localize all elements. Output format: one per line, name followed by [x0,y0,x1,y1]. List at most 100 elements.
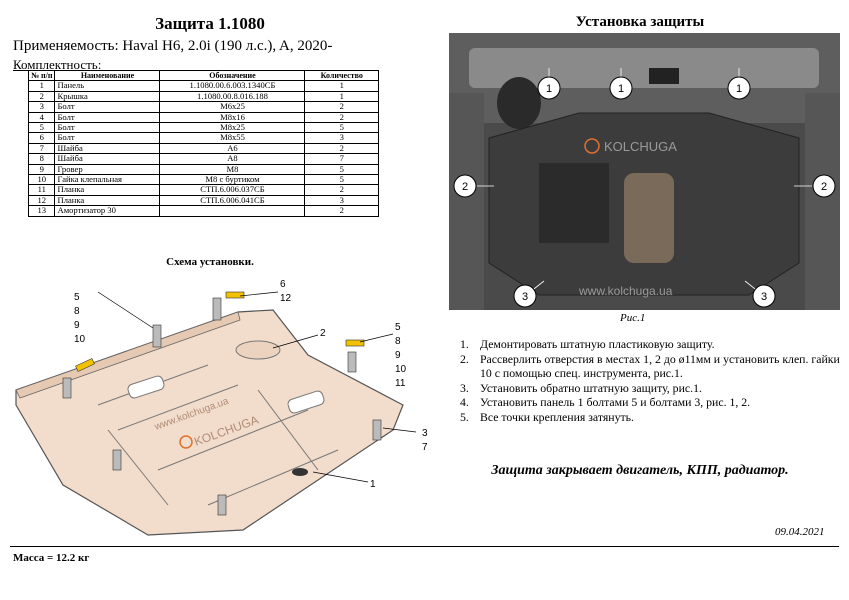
step-number: 4. [460,395,469,409]
cell-quantity: 2 [304,205,379,217]
photo-marker-1b: 1 [618,83,624,95]
cell-designation: М8 [159,163,306,176]
col-designation: Обозначение [159,69,306,82]
drain-hole [292,468,308,476]
marker-circle [727,76,751,100]
photo-marker-1a: 1 [546,83,552,95]
cell-name: Амортизатор 30 [54,205,161,217]
step-number: 5. [460,409,469,424]
footer-divider [10,546,839,547]
cover-hatch [235,340,281,360]
cell-designation: 1.1080.00.8.016.188 [159,90,306,103]
callouts-top: 6 12 [280,279,292,304]
cell-quantity: 2 [304,142,379,155]
callout-10-right: 10 [395,364,407,375]
callout-8-left: 8 [74,306,80,317]
callout-10-left: 10 [74,334,86,345]
step-text: Установить обратно штатную защиту, рис.1… [480,380,702,395]
cell-designation: А6 [159,142,306,155]
col-quantity: Количество [304,69,379,82]
figure-caption: Рис.1 [620,312,646,324]
vent-opening [127,375,165,399]
cell-quantity: 1 [304,80,379,92]
col-name: Наименование [54,69,161,82]
marker-circle [513,284,537,308]
callout-9-right: 9 [395,350,401,361]
cell-designation: М6х25 [159,101,306,113]
callout-5-left: 5 [74,292,80,303]
cell-number: 11 [27,184,56,196]
installation-photo: 1 1 1 2 2 3 3 KOLCHUGA www.kolchuga.ua [449,33,840,310]
cell-name: Шайба [54,153,161,165]
callouts-edge: 3 7 [422,428,428,453]
cell-name: Болт [54,122,161,134]
cell-designation: А8 [159,153,306,165]
kolchuga-logo-icon [179,435,193,449]
photo-watermark-url: www.kolchuga.ua [578,284,673,298]
cell-designation: М8х25 [159,122,306,134]
cell-name: Гайка клепальная [54,174,161,186]
photo-marker-2-left: 2 [462,181,468,193]
photo-watermark-logo: KOLCHUGA [604,139,677,154]
panel-ribs [97,364,339,506]
cell-designation: СТП.6.006.041СБ [159,194,306,207]
photo-marker-3-left: 3 [522,291,528,303]
cell-quantity: 7 [304,153,379,165]
table-header-row: № п/п Наименование Обозначение Количеств… [27,69,379,82]
step-text: Установить панель 1 болтами 5 и болтами … [480,395,751,409]
step-item: 3.Установить обратно штатную защиту, рис… [460,381,845,396]
step-number: 1. [460,337,469,351]
cell-designation: 1.1080.00.6.003.1340СБ [159,80,306,92]
headlight-opening [497,77,541,129]
callout-7: 7 [422,442,428,453]
cell-name: Болт [54,132,161,144]
cell-number: 3 [27,101,56,113]
parts-table: № п/п Наименование Обозначение Количеств… [27,69,379,217]
cell-name: Шайба [54,142,161,155]
callout-5-right: 5 [395,322,401,333]
cell-quantity: 5 [304,163,379,176]
leader-lines [97,291,417,483]
installation-title: Установка защиты [575,14,705,30]
marker-circle [537,76,561,100]
cell-quantity: 5 [304,122,379,134]
skid-plate-rim [15,311,241,399]
cell-name: Панель [54,80,161,92]
vent-opening [287,390,325,414]
mass-label: Масса = 12.2 кг [13,552,90,564]
step-item: 2.Рассверлить отверстия в местах 1, 2 до… [460,352,845,381]
document-date: 09.04.2021 [775,526,825,538]
cell-number: 12 [27,194,56,207]
cell-number: 2 [27,90,56,103]
callouts-left: 5 8 9 10 [74,292,86,345]
cell-quantity: 2 [304,111,379,124]
cell-number: 1 [27,80,56,92]
cell-name: Гровер [54,163,161,176]
cell-name: Болт [54,111,161,124]
cell-name: Крышка [54,90,161,103]
installation-steps: 1.Демонтировать штатную пластиковую защи… [460,337,845,424]
cell-name: Планка [54,194,161,207]
marker-circle [453,174,477,198]
callout-1-panel: 1 [370,479,376,490]
document-title: Защита 1.1080 [155,14,265,33]
cell-number: 4 [27,111,56,124]
photo-marker-3-right: 3 [761,291,767,303]
cell-designation: М8х55 [159,132,306,144]
step-text: Рассверлить отверстия в местах 1, 2 до ø… [480,351,840,381]
cell-number: 8 [27,153,56,165]
cell-number: 6 [27,132,56,144]
marker-circle [752,284,776,308]
tow-opening [649,68,679,84]
cell-number: 7 [27,142,56,155]
